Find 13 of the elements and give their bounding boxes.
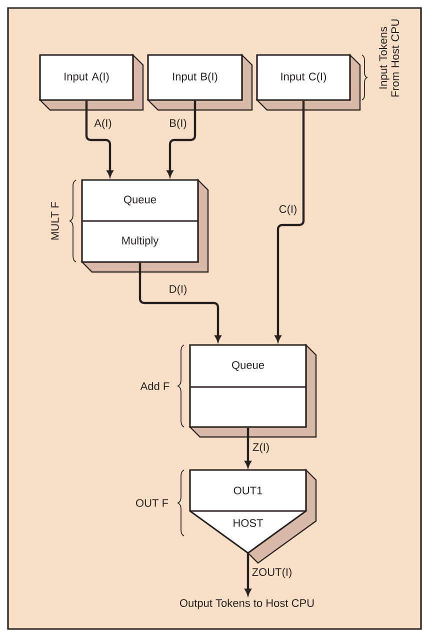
node-label: MULT F: [51, 202, 59, 240]
arrow: [244, 553, 252, 596]
arrow: [166, 100, 196, 177]
node-label: OUT F: [136, 499, 168, 507]
node-label: Add F: [140, 382, 170, 390]
output-text: Output Tokens to Host CPU: [180, 598, 314, 610]
arrow: [138, 262, 222, 342]
side-label: Input Tokens From Host CPU: [378, 19, 400, 96]
arrow: [244, 428, 252, 468]
edge-label: B(I): [168, 118, 188, 130]
edge-label: A(I): [93, 118, 113, 130]
arrow: [85, 100, 114, 177]
arrow: [274, 100, 305, 342]
